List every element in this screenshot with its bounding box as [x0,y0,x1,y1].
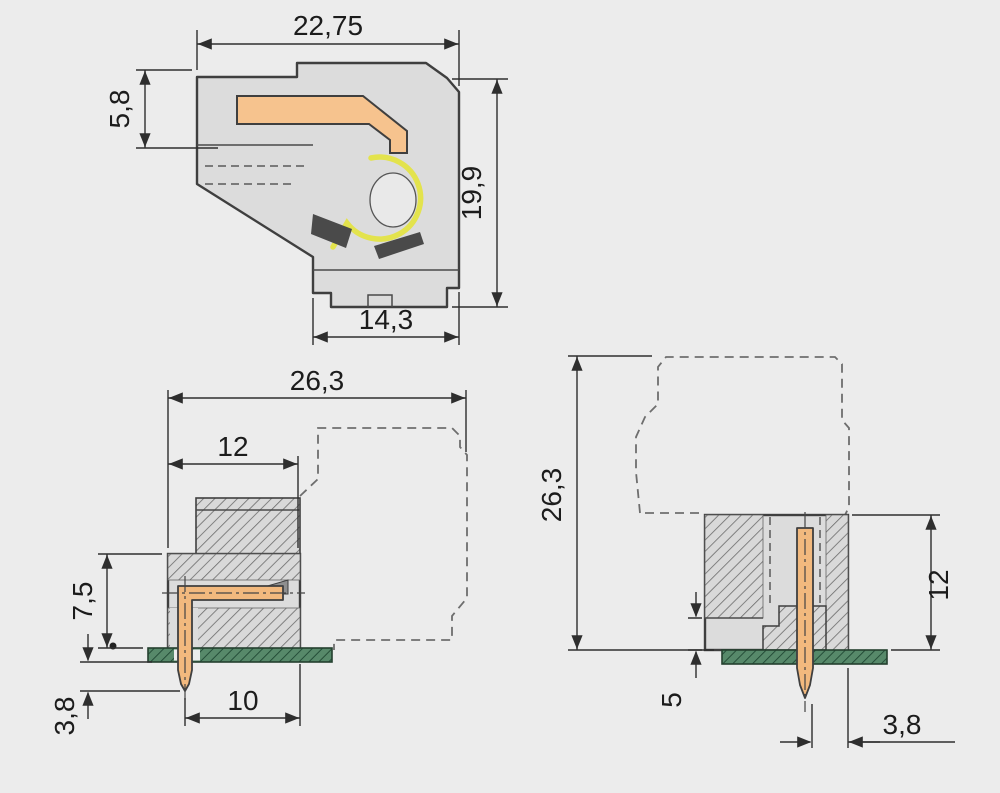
dim-label-pin-offset: 10 [227,685,258,716]
dim-label-overall-height: 19,9 [456,166,487,221]
dim-left-pin-offset: 10 [184,664,301,726]
mating-connector-hidden-outline [299,427,468,650]
dim-left-overall-width: 26,3 [167,365,467,548]
dim-label-height-above-board: 7,5 [67,582,98,621]
header-cap-hatched [195,497,301,555]
cage-clamp-cavity [369,172,417,228]
extension-lines [568,355,714,651]
extension-lines [184,664,301,726]
extension-lines [452,78,508,308]
extension-lines [811,668,849,748]
dim-left-body-width: 12 [168,431,299,548]
extension-lines [688,617,702,651]
body-hatch-left [704,514,764,619]
clamp-contact-part [374,232,424,259]
extension-lines [80,661,180,692]
conductor-busbar [236,95,408,154]
clamp-spring [330,154,424,250]
view-top-angled-connector: 22,75 5,8 19,9 14,3 [104,10,508,345]
dim-left-pin-protrusion: 3,8 [49,634,180,735]
dim-top-overall-height: 19,9 [452,78,508,308]
dim-right-overall-height: 26,3 [536,355,714,651]
dim-label-body-height: 12 [923,569,954,600]
dim-label-lower-width: 14,3 [359,304,414,335]
hidden-slot-lines [769,517,821,604]
dim-right-body-height: 12 [852,514,954,651]
dim-left-height-above-board: 7,5 [67,553,162,649]
dim-top-lower-width: 14,3 [312,292,460,345]
view-bottom-right-front: 26,3 12 5 3,8 [536,355,955,748]
dim-label-overall-width: 22,75 [293,10,363,41]
hidden-cavity-lines [205,165,305,185]
extension-lines [196,30,460,86]
body-hatch-top [167,553,301,581]
dim-label-upper-height: 5,8 [104,90,135,129]
dim-top-overall-width: 22,75 [196,10,460,86]
clamp-lever-part [311,214,352,248]
dim-right-step-height: 5 [656,592,702,708]
view-bottom-left-side: 26,3 12 7,5 10 3,8 [49,365,468,735]
extension-lines [167,390,467,548]
pin-centerlines [162,576,305,702]
body-internal-edges [197,144,459,307]
dim-label-pin-protrusion: 3,8 [49,697,80,736]
dim-label-body-width: 12 [217,431,248,462]
body-hatch-right [825,514,849,651]
extension-lines [98,553,162,649]
dim-right-pin-protrusion: 3,8 [780,668,955,748]
extension-lines [852,514,940,651]
dim-top-upper-height: 5,8 [104,69,218,149]
mating-connector-hidden-outline [635,356,850,516]
dim-label-step-height: 5 [656,692,687,708]
dim-label-overall-width: 26,3 [290,365,345,396]
dim-label-overall-height: 26,3 [536,468,567,523]
dim-label-pin-protrusion: 3,8 [883,709,922,740]
